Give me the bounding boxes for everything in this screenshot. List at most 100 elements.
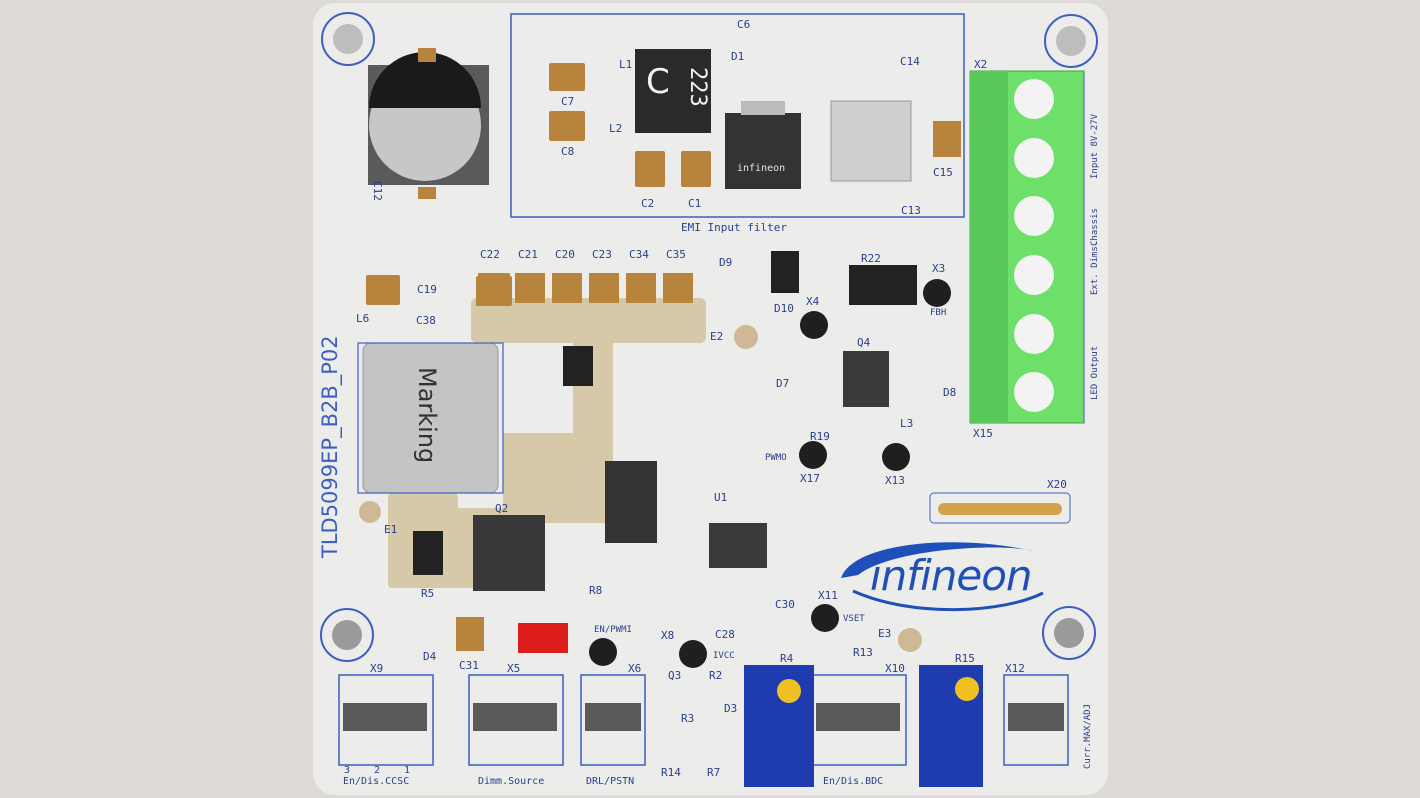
label-d9: D9 — [719, 256, 733, 269]
label-r14: R14 — [661, 766, 681, 779]
label-d4: D4 — [423, 650, 437, 663]
label-c20: C20 — [555, 248, 575, 261]
label-x10: X10 — [885, 662, 905, 675]
label-l1: L1 — [619, 58, 633, 71]
label-x6: X6 — [628, 662, 642, 675]
label-d8: D8 — [943, 386, 957, 399]
mosfet-q2 — [473, 515, 545, 591]
logo-swoosh — [841, 542, 1033, 578]
potentiometers — [744, 665, 983, 787]
label-e1: E1 — [384, 523, 398, 536]
inductor-code: 223 — [685, 67, 710, 107]
label-x4: X4 — [806, 295, 820, 308]
label-d3: D3 — [724, 702, 738, 715]
label-c35: C35 — [666, 248, 686, 261]
inductor-l1 — [635, 49, 711, 133]
capacitor-c12 — [368, 48, 489, 199]
label-en-dis-bdc: En/Dis.BDC — [823, 776, 884, 787]
label-u1: U1 — [714, 491, 728, 504]
label-l6: L6 — [356, 312, 370, 325]
resistor-r22 — [849, 265, 917, 305]
terminal-block-x2 — [969, 70, 1085, 424]
inductor-marking: Marking — [413, 367, 441, 464]
label-x13: X13 — [885, 474, 905, 487]
pin-3: 3 — [344, 765, 351, 776]
label-q4: Q4 — [857, 336, 871, 349]
label-c8: C8 — [561, 145, 575, 158]
label-c12: C12 — [371, 181, 384, 201]
label-dimm-source: Dimm.Source — [478, 776, 545, 787]
ic-q4 — [843, 351, 889, 407]
label-vset: VSET — [843, 614, 865, 624]
ic-q1 — [725, 113, 801, 189]
label-d10: D10 — [774, 302, 794, 315]
label-x9: X9 — [370, 662, 384, 675]
label-c38: C38 — [416, 314, 436, 327]
chip-brand: infineon — [737, 163, 786, 174]
ic-u1 — [709, 523, 767, 568]
label-e3: E3 — [878, 627, 892, 640]
test-points — [589, 279, 951, 668]
label-c14: C14 — [900, 55, 920, 68]
label-c34: C34 — [629, 248, 649, 261]
label-en-pwmi: EN/PWMI — [594, 625, 632, 635]
infineon-logo: infineon — [870, 551, 1033, 600]
label-fbh: FBH — [930, 308, 947, 318]
label-c23: C23 — [592, 248, 612, 261]
label-x17: X17 — [800, 472, 820, 485]
label-q3: Q3 — [668, 669, 682, 682]
label-d1: D1 — [731, 50, 745, 63]
pcb-graphics — [320, 12, 1098, 787]
label-r4: R4 — [780, 652, 794, 665]
common-mode-choke — [830, 100, 912, 182]
label-drl-pstn: DRL/PSTN — [586, 776, 635, 787]
label-c7: C7 — [561, 95, 575, 108]
label-l2: L2 — [609, 122, 623, 135]
label-x3: X3 — [932, 262, 946, 275]
ic-r9 — [605, 461, 657, 543]
label-c21: C21 — [518, 248, 538, 261]
label-c22: C22 — [480, 248, 500, 261]
label-c6: C6 — [737, 18, 751, 31]
label-r3: R3 — [681, 712, 695, 725]
label-r19: R19 — [810, 430, 830, 443]
emi-filter-label: EMI Input filter — [681, 221, 787, 234]
label-c15: C15 — [933, 166, 953, 179]
label-c13: C13 — [901, 204, 921, 217]
label-x8: X8 — [661, 629, 675, 642]
label-x12: X12 — [1005, 662, 1025, 675]
label-c19: C19 — [417, 283, 437, 296]
emi-filter-outline — [510, 13, 965, 218]
pin-1: 1 — [404, 765, 411, 776]
label-e2: E2 — [710, 330, 724, 343]
test-pads — [359, 325, 922, 652]
label-l3: L3 — [900, 417, 914, 430]
pin-2: 2 — [374, 765, 381, 776]
board-name: TLD5099EP_B2B_P02 — [318, 335, 342, 558]
label-c1: C1 — [688, 197, 702, 210]
label-curr-max-adj: Curr.MAX/ADJ — [1083, 703, 1093, 769]
label-c30: C30 — [775, 598, 795, 611]
label-x2: X2 — [974, 58, 988, 71]
label-d7: D7 — [776, 377, 790, 390]
label-pwmo: PWMO — [765, 453, 787, 463]
label-x5: X5 — [507, 662, 521, 675]
label-r13: R13 — [853, 646, 873, 659]
diode-d6 — [518, 623, 568, 653]
mounting-holes — [320, 12, 1098, 662]
label-r2: R2 — [709, 669, 723, 682]
label-led-output: LED Output — [1090, 345, 1100, 400]
label-c2: C2 — [641, 197, 655, 210]
label-input: Input 8V-27V — [1090, 113, 1100, 179]
pcb-board: TLD5099EP_B2B_P02 Marking infineon EMI I… — [313, 3, 1108, 795]
label-ext-dims: Ext. Dims. — [1090, 240, 1100, 295]
label-ivcc: IVCC — [713, 651, 735, 661]
label-x11: X11 — [818, 589, 838, 602]
label-q2: Q2 — [495, 502, 509, 515]
label-r15: R15 — [955, 652, 975, 665]
cap-bank — [366, 273, 693, 305]
label-r7: R7 — [707, 766, 721, 779]
label-x15: X15 — [973, 427, 993, 440]
jumper-headers — [338, 674, 1069, 766]
label-r8: R8 — [589, 584, 603, 597]
